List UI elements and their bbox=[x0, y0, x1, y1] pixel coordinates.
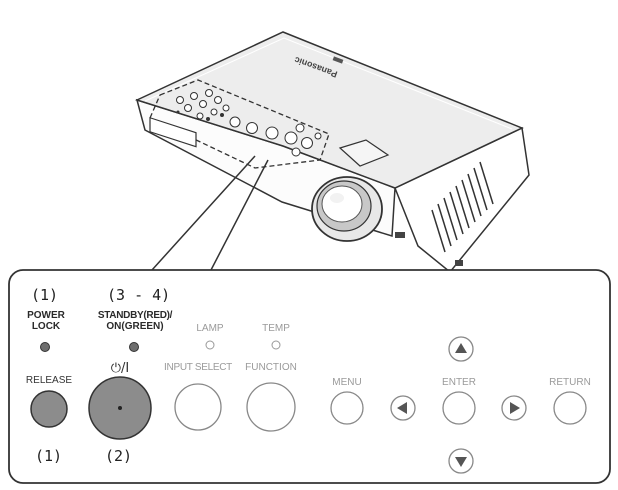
temp-indicator bbox=[271, 340, 281, 350]
lamp-label: LAMP bbox=[196, 323, 224, 334]
projector-vent bbox=[149, 116, 197, 148]
arrow-down-icon bbox=[455, 457, 467, 467]
release-button[interactable] bbox=[30, 390, 68, 428]
side-vents bbox=[431, 161, 494, 253]
arrow-left-icon bbox=[397, 402, 407, 414]
arrow-up-button[interactable] bbox=[448, 336, 474, 362]
control-panel-frame bbox=[8, 269, 611, 484]
brand-badge bbox=[332, 56, 344, 64]
projector-top-face bbox=[134, 31, 524, 189]
power-symbol-icon: ⏻/I bbox=[110, 361, 130, 376]
power-lock-label-line2: LOCK bbox=[31, 321, 61, 332]
input-select-label: INPUT SELECT bbox=[164, 362, 232, 373]
arrow-right-button[interactable] bbox=[501, 395, 527, 421]
lamp-indicator bbox=[205, 340, 215, 350]
step-label-release: (1) bbox=[35, 447, 63, 465]
projector-illustration: Panasonic bbox=[134, 31, 530, 274]
step-label-power-button: (2) bbox=[105, 447, 133, 465]
step-label-standby: (3 - 4) bbox=[107, 286, 171, 304]
return-button[interactable] bbox=[553, 391, 587, 425]
power-button-center-dot bbox=[118, 406, 122, 410]
step-label-power-lock: (1) bbox=[31, 286, 59, 304]
standby-label-line1: STANDBY(RED)/ bbox=[97, 310, 173, 321]
callout-line-left bbox=[151, 155, 256, 271]
projector-lens bbox=[311, 176, 383, 242]
lens-window bbox=[338, 139, 390, 167]
arrow-left-button[interactable] bbox=[390, 395, 416, 421]
standby-label-line2: ON(GREEN) bbox=[106, 321, 164, 332]
menu-label: MENU bbox=[332, 377, 362, 388]
enter-label: ENTER bbox=[442, 377, 476, 388]
temp-label: TEMP bbox=[262, 323, 290, 334]
enter-button[interactable] bbox=[442, 391, 476, 425]
mini-buttons bbox=[176, 89, 322, 157]
power-lock-label-line1: POWER bbox=[27, 310, 65, 321]
arrow-right-icon bbox=[510, 402, 520, 414]
power-lock-indicator bbox=[40, 342, 50, 352]
release-label: RELEASE bbox=[25, 375, 73, 386]
input-select-button[interactable] bbox=[174, 383, 222, 431]
return-label: RETURN bbox=[549, 377, 591, 388]
arrow-up-icon bbox=[455, 343, 467, 353]
function-button[interactable] bbox=[246, 382, 296, 432]
standby-indicator bbox=[129, 342, 139, 352]
control-area-outline bbox=[149, 79, 330, 169]
menu-button[interactable] bbox=[330, 391, 364, 425]
arrow-down-button[interactable] bbox=[448, 448, 474, 474]
callout-line-right bbox=[210, 159, 269, 271]
function-label: FUNCTION bbox=[245, 362, 297, 373]
